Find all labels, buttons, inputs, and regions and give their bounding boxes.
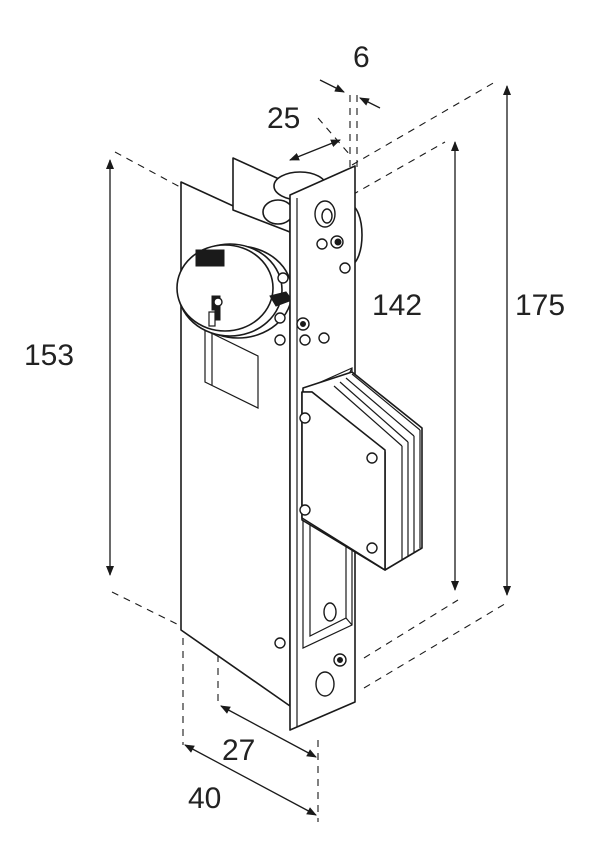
key-cylinder [176, 243, 293, 339]
dim-label-153: 153 [24, 339, 74, 372]
dim-line-6-left [319, 79, 345, 93]
dim-label-6: 6 [353, 41, 370, 74]
bolt-rivet [366, 542, 378, 554]
bolt-rivet [299, 504, 311, 516]
cylinder-label-plate [195, 249, 225, 267]
dimension-labels: 6 25 142 175 153 27 40 [24, 41, 565, 815]
dim-label-25: 25 [267, 102, 300, 135]
dim-label-40: 40 [188, 782, 221, 815]
dim-label-175: 175 [515, 289, 565, 322]
dim-label-142: 142 [372, 289, 422, 322]
screw-hole [315, 671, 335, 697]
dim-line-40 [184, 744, 317, 816]
dim-line-6-right [359, 97, 381, 109]
bolt-rivet [299, 412, 311, 424]
keyway-icon [208, 295, 223, 327]
dim-label-27: 27 [222, 734, 255, 767]
deadbolt [299, 371, 423, 571]
dimension-lines [106, 79, 511, 816]
bolt-rivet [366, 452, 378, 464]
dim-line-25 [289, 139, 341, 161]
screw-hole [316, 238, 328, 250]
